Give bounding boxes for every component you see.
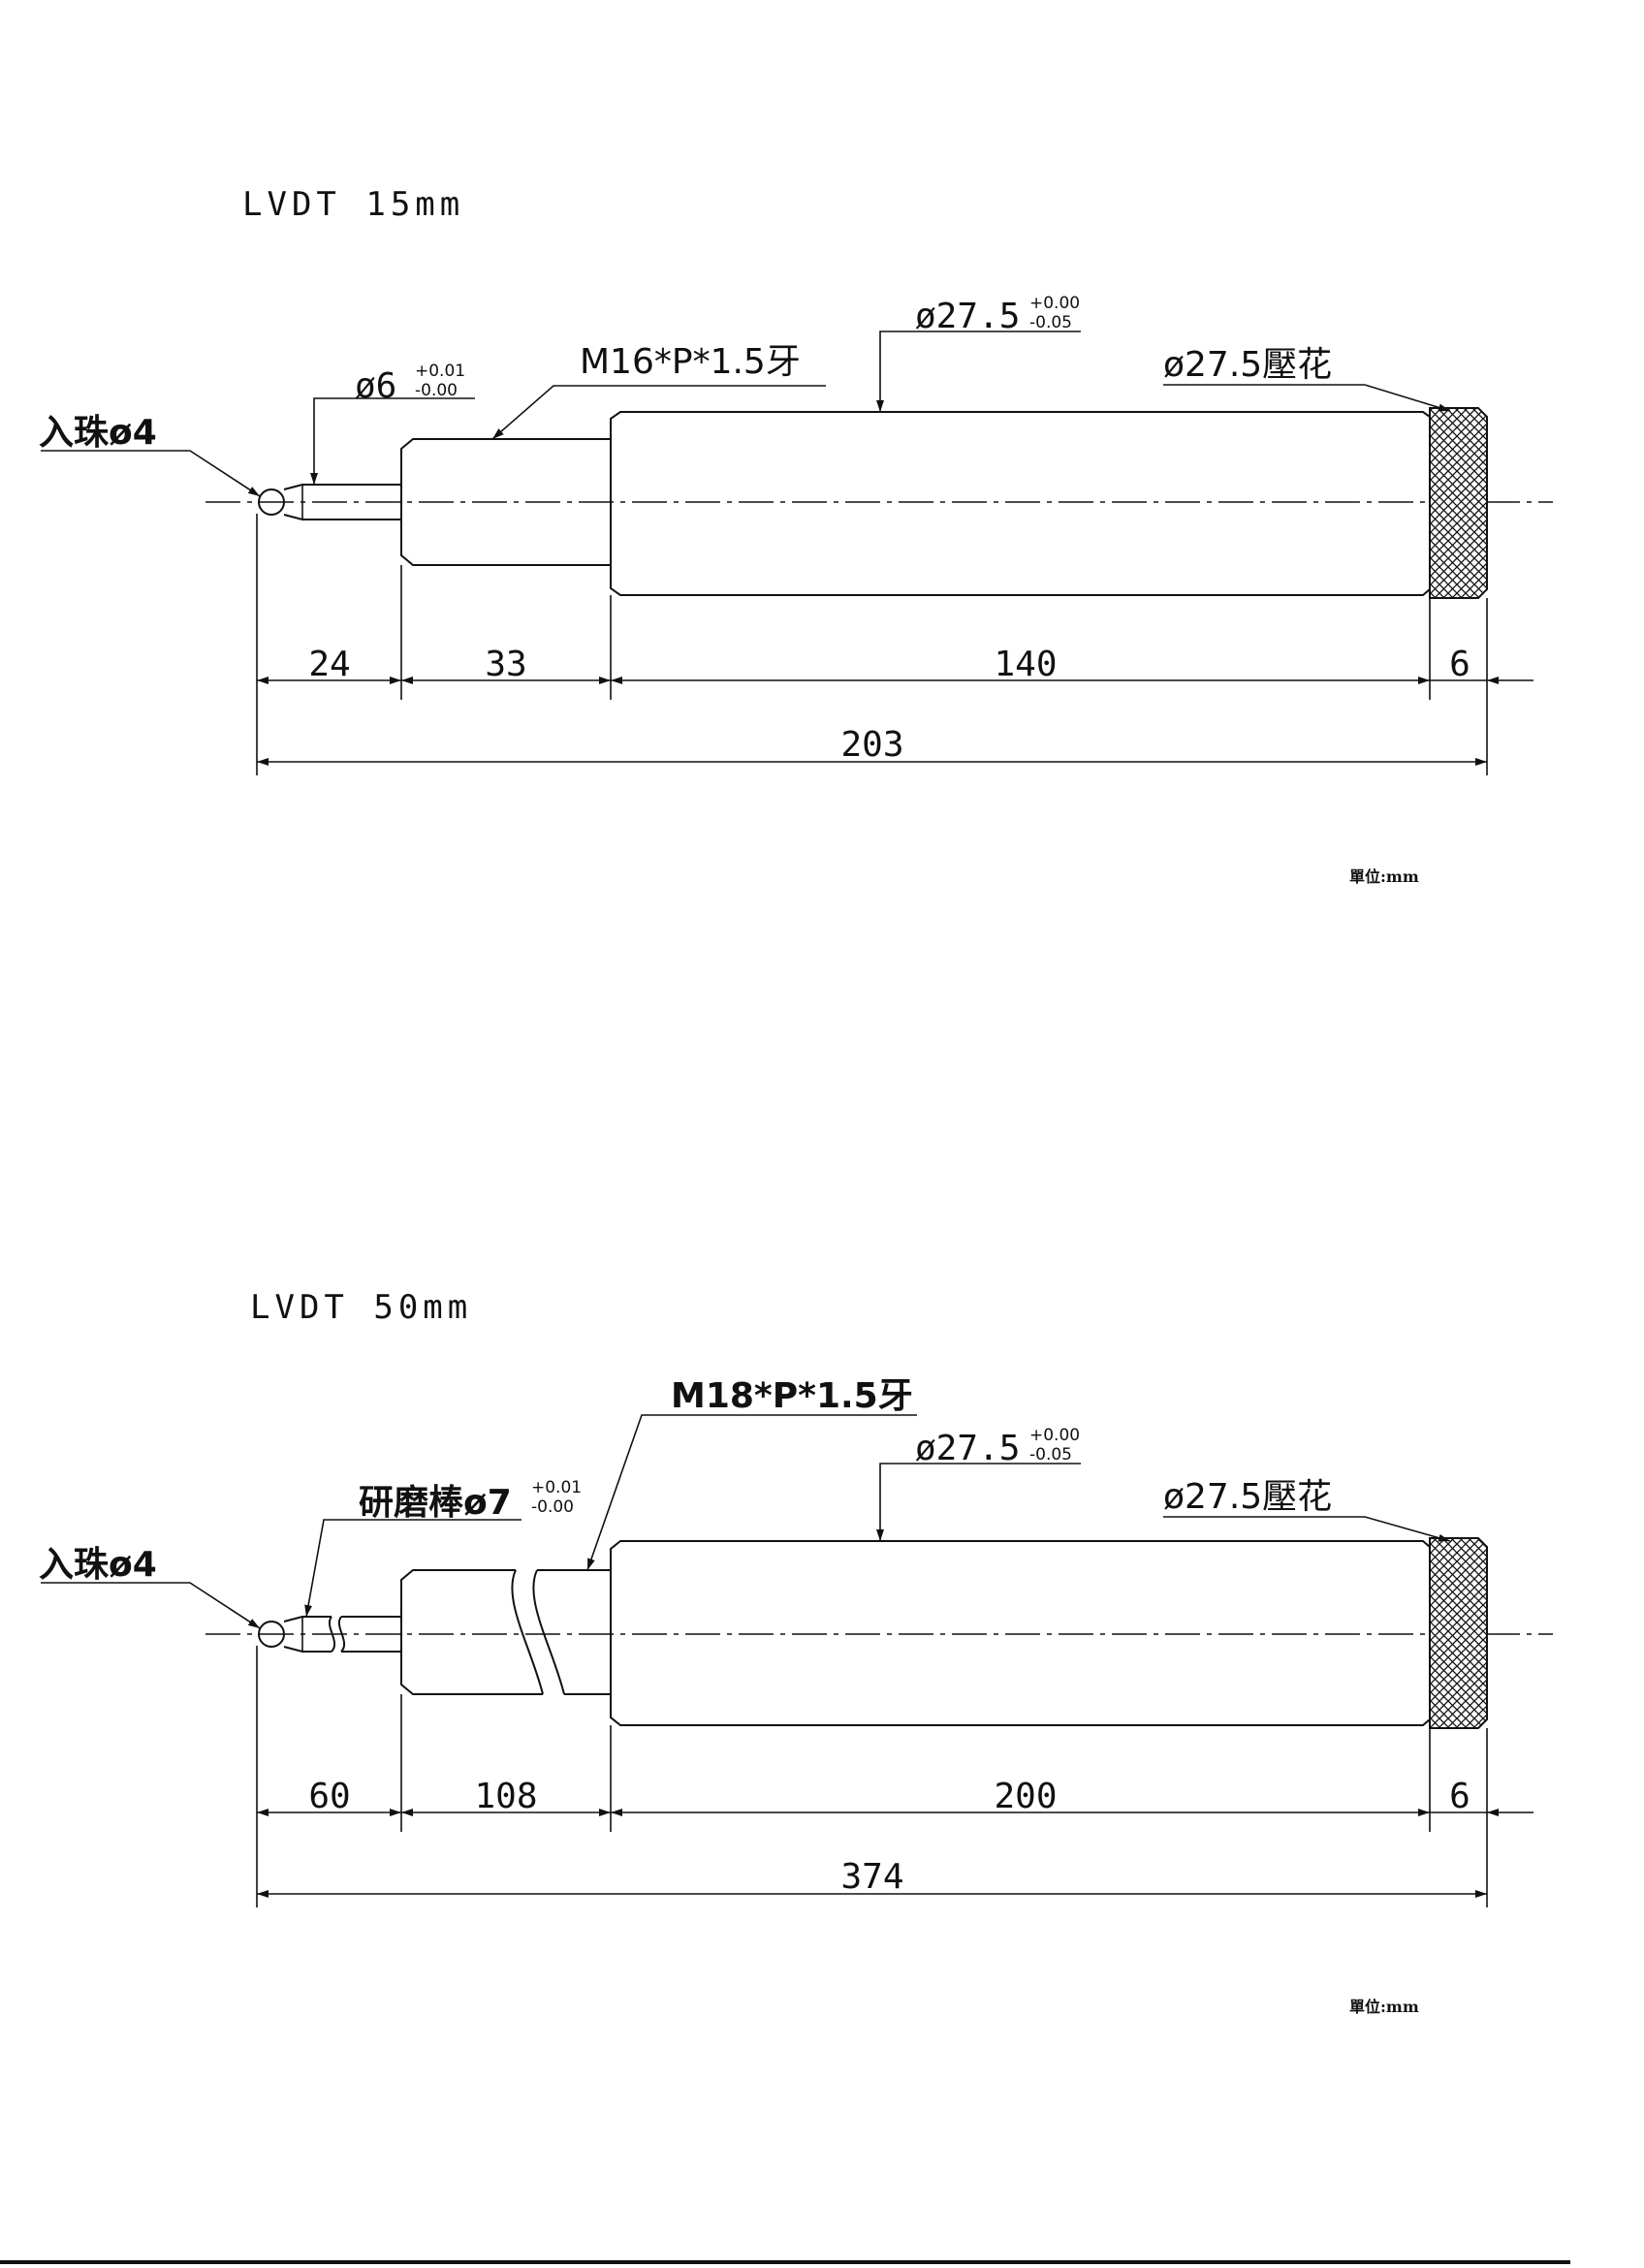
drawing-title: LVDT 50mm [250, 1288, 472, 1327]
thread-label: M16*P*1.5牙 [580, 342, 801, 382]
thread-section-right [537, 1569, 611, 1695]
body-tol-upper: +0.00 [1029, 1426, 1080, 1445]
dim-value-2: 33 [485, 645, 526, 684]
thread-section-left [400, 1569, 543, 1695]
thread-leader [586, 1414, 917, 1571]
dimension-row: 60 108 200 6 [257, 1777, 1533, 1816]
body-tol-lower: -0.05 [1029, 1445, 1072, 1465]
thread-label: M18*P*1.5牙 [671, 1376, 913, 1416]
thread-leader [491, 385, 826, 440]
shaft-label: ø6 [355, 366, 396, 406]
dim-value-1: 24 [308, 645, 350, 684]
knurled-cap [1429, 1537, 1488, 1729]
ball-label: 入珠ø4 [39, 413, 157, 453]
knurl-leader [1163, 1516, 1451, 1542]
shaft-tol-upper: +0.01 [415, 362, 465, 381]
dim-value-2: 108 [474, 1777, 537, 1816]
tip-shaft-rest [341, 1616, 401, 1653]
drawing-lvdt-50: LVDT 50mm 入珠ø4 研磨棒ø7 +0.01 -0.00 M18*P*1… [39, 1288, 1553, 2016]
body-label: ø27.5 [915, 1429, 1020, 1468]
dim-value-4: 6 [1449, 1777, 1470, 1816]
thread-break-1 [511, 1569, 544, 1695]
shaft-leader [304, 1519, 522, 1618]
main-body [610, 1540, 1431, 1726]
shaft-break-2 [338, 1616, 346, 1653]
shaft-tol-upper: +0.01 [531, 1478, 582, 1497]
unit-label: 單位:mm [1349, 1998, 1419, 2016]
main-body [610, 411, 1431, 596]
body-leader [876, 331, 1081, 412]
ball-label: 入珠ø4 [39, 1545, 157, 1585]
dim-value-3: 140 [994, 645, 1057, 684]
extension-lines [256, 514, 1488, 775]
knurl-label: ø27.5壓花 [1163, 345, 1332, 385]
thread-break-2 [532, 1569, 565, 1695]
dim-value-3: 200 [994, 1777, 1057, 1816]
knurl-label: ø27.5壓花 [1163, 1477, 1332, 1517]
shaft-leader [310, 397, 475, 485]
drawing-title: LVDT 15mm [242, 185, 464, 224]
dim-value-4: 6 [1449, 645, 1470, 684]
dimension-row: 24 33 140 6 [257, 645, 1533, 684]
dim-value-1: 60 [308, 1777, 350, 1816]
body-leader [876, 1463, 1081, 1541]
knurl-leader [1163, 384, 1451, 412]
knurled-cap [1429, 407, 1488, 599]
body-label: ø27.5 [915, 297, 1020, 336]
total-dim-value: 203 [840, 725, 903, 765]
shaft-tol-lower: -0.00 [531, 1497, 574, 1517]
total-dim-value: 374 [840, 1857, 903, 1897]
shaft-tol-lower: -0.00 [415, 381, 458, 400]
unit-label: 單位:mm [1349, 867, 1419, 886]
body-tol-lower: -0.05 [1029, 313, 1072, 332]
shaft-label: 研磨棒ø7 [359, 1483, 512, 1523]
body-tol-upper: +0.00 [1029, 294, 1080, 313]
ball-tip [258, 488, 285, 516]
ball-leader [41, 1582, 261, 1629]
ball-leader [41, 450, 261, 497]
drawing-lvdt-15: LVDT 15mm 入珠ø4 ø6 +0.01 -0.00 M16*P*1.5牙… [39, 185, 1553, 886]
ball-tip [258, 1621, 285, 1648]
shaft-break-1 [329, 1616, 336, 1653]
